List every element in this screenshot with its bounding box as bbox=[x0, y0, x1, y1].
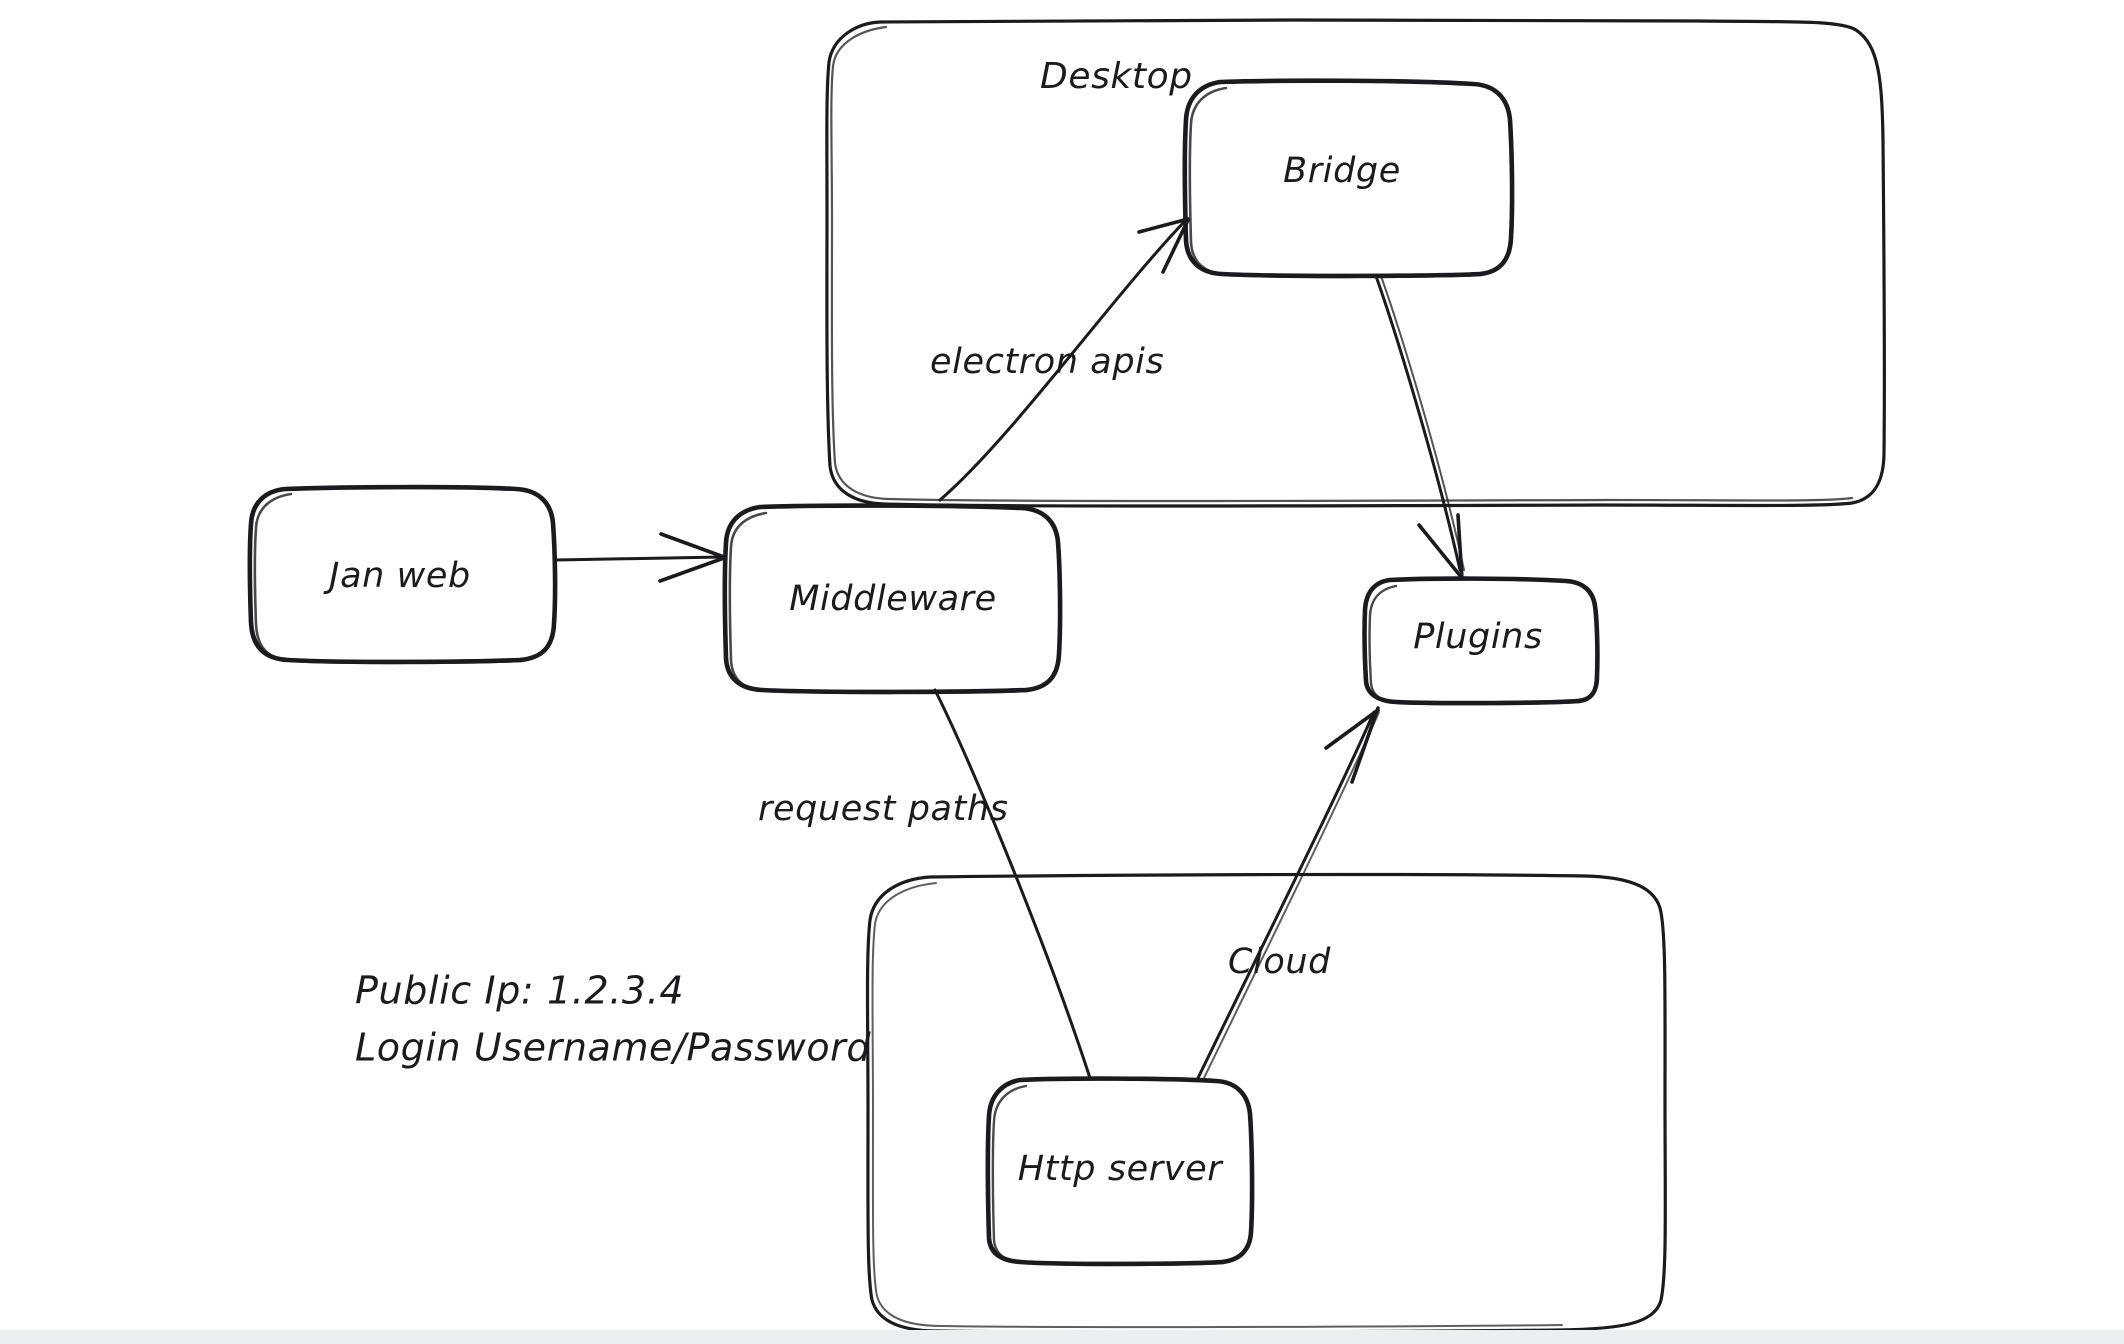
node-label-jan-web: Jan web bbox=[323, 556, 471, 596]
note-line-public-ip: Public Ip: 1.2.3.4 bbox=[355, 969, 684, 1013]
node-label-plugins: Plugins bbox=[1413, 617, 1543, 657]
node-label-middleware: Middleware bbox=[789, 579, 997, 619]
container-cloud[interactable] bbox=[865, 872, 1667, 1334]
edge-http-server-to-middleware: request paths bbox=[758, 688, 1092, 1080]
node-label-http-server: Http server bbox=[1018, 1149, 1225, 1189]
container-label-desktop: Desktop bbox=[1040, 56, 1193, 97]
edge-label-request-paths: request paths bbox=[758, 789, 1009, 829]
edge-label-cloud: Cloud bbox=[1228, 942, 1331, 982]
edge-middleware-to-bridge: electron apis bbox=[930, 217, 1190, 502]
edge-http-server-to-plugins: Cloud bbox=[1196, 706, 1380, 1080]
node-label-bridge: Bridge bbox=[1283, 151, 1401, 191]
bottom-edge-strip bbox=[0, 1330, 2124, 1344]
credentials-note: Public Ip: 1.2.3.4 Login Username/Passwo… bbox=[355, 969, 871, 1070]
node-bridge[interactable]: Bridge bbox=[1182, 78, 1515, 279]
node-plugins[interactable]: Plugins bbox=[1362, 576, 1600, 706]
edge-bridge-to-plugins bbox=[1374, 274, 1465, 581]
edge-jan-web-to-middleware bbox=[554, 532, 726, 583]
container-desktop[interactable]: Desktop bbox=[825, 18, 1887, 508]
edge-label-electron-apis: electron apis bbox=[930, 342, 1164, 382]
node-middleware[interactable]: Middleware bbox=[722, 503, 1063, 695]
note-line-login: Login Username/Password bbox=[355, 1026, 871, 1070]
node-http-server[interactable]: Http server bbox=[985, 1076, 1255, 1267]
node-jan-web[interactable]: Jan web bbox=[247, 484, 558, 665]
